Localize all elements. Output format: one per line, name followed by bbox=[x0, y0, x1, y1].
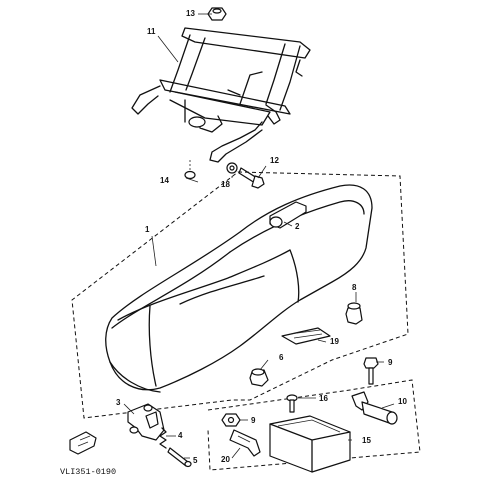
bolt-11 bbox=[363, 357, 379, 385]
seat-pad-2 bbox=[269, 201, 307, 229]
pin-5 bbox=[167, 447, 192, 468]
callout-2: 2 bbox=[295, 222, 300, 231]
bolt-13 bbox=[238, 167, 265, 189]
diagram-code: VLI351-0190 bbox=[60, 467, 116, 477]
callout-19: 20 bbox=[221, 455, 230, 464]
seat-lock-10 bbox=[351, 391, 398, 425]
clip bbox=[69, 431, 97, 455]
spring-4 bbox=[159, 427, 167, 449]
callout-8: 8 bbox=[352, 283, 357, 292]
callout-17: 16 bbox=[319, 394, 328, 403]
callout-9: 9 bbox=[251, 416, 256, 425]
catch-19 bbox=[229, 429, 261, 457]
callout-11: 9 bbox=[388, 358, 393, 367]
nut-9 bbox=[221, 413, 241, 427]
seat bbox=[105, 184, 373, 393]
damper-6 bbox=[249, 368, 269, 387]
callout-12: 11 bbox=[147, 27, 156, 36]
callout-3: 3 bbox=[116, 398, 121, 407]
rear-carrier bbox=[131, 27, 311, 163]
callout-5: 5 bbox=[193, 456, 198, 465]
damper-8 bbox=[345, 302, 363, 325]
callout-20: 19 bbox=[330, 337, 339, 346]
seat-group-outline bbox=[71, 171, 409, 419]
screw-17 bbox=[286, 394, 298, 413]
callout-16: 15 bbox=[362, 436, 371, 445]
latch-group-outline bbox=[207, 379, 421, 471]
leader-lines bbox=[123, 13, 395, 459]
callout-18: 18 bbox=[221, 180, 230, 189]
hinge-bracket-3 bbox=[127, 403, 165, 441]
plate-20 bbox=[281, 327, 331, 345]
callout-15: 14 bbox=[160, 176, 169, 185]
callout-13: 12 bbox=[270, 156, 279, 165]
callout-labels: 13 11 14 18 12 1 2 8 19 6 9 10 9 16 15 3… bbox=[116, 9, 407, 465]
storage-tray-16 bbox=[269, 415, 351, 473]
callout-4: 4 bbox=[178, 431, 183, 440]
washer-18 bbox=[226, 162, 238, 174]
callout-6: 6 bbox=[279, 353, 284, 362]
callout-10: 10 bbox=[398, 397, 407, 406]
callout-14: 13 bbox=[186, 9, 195, 18]
nut-15 bbox=[184, 160, 196, 180]
callout-1: 1 bbox=[145, 225, 150, 234]
